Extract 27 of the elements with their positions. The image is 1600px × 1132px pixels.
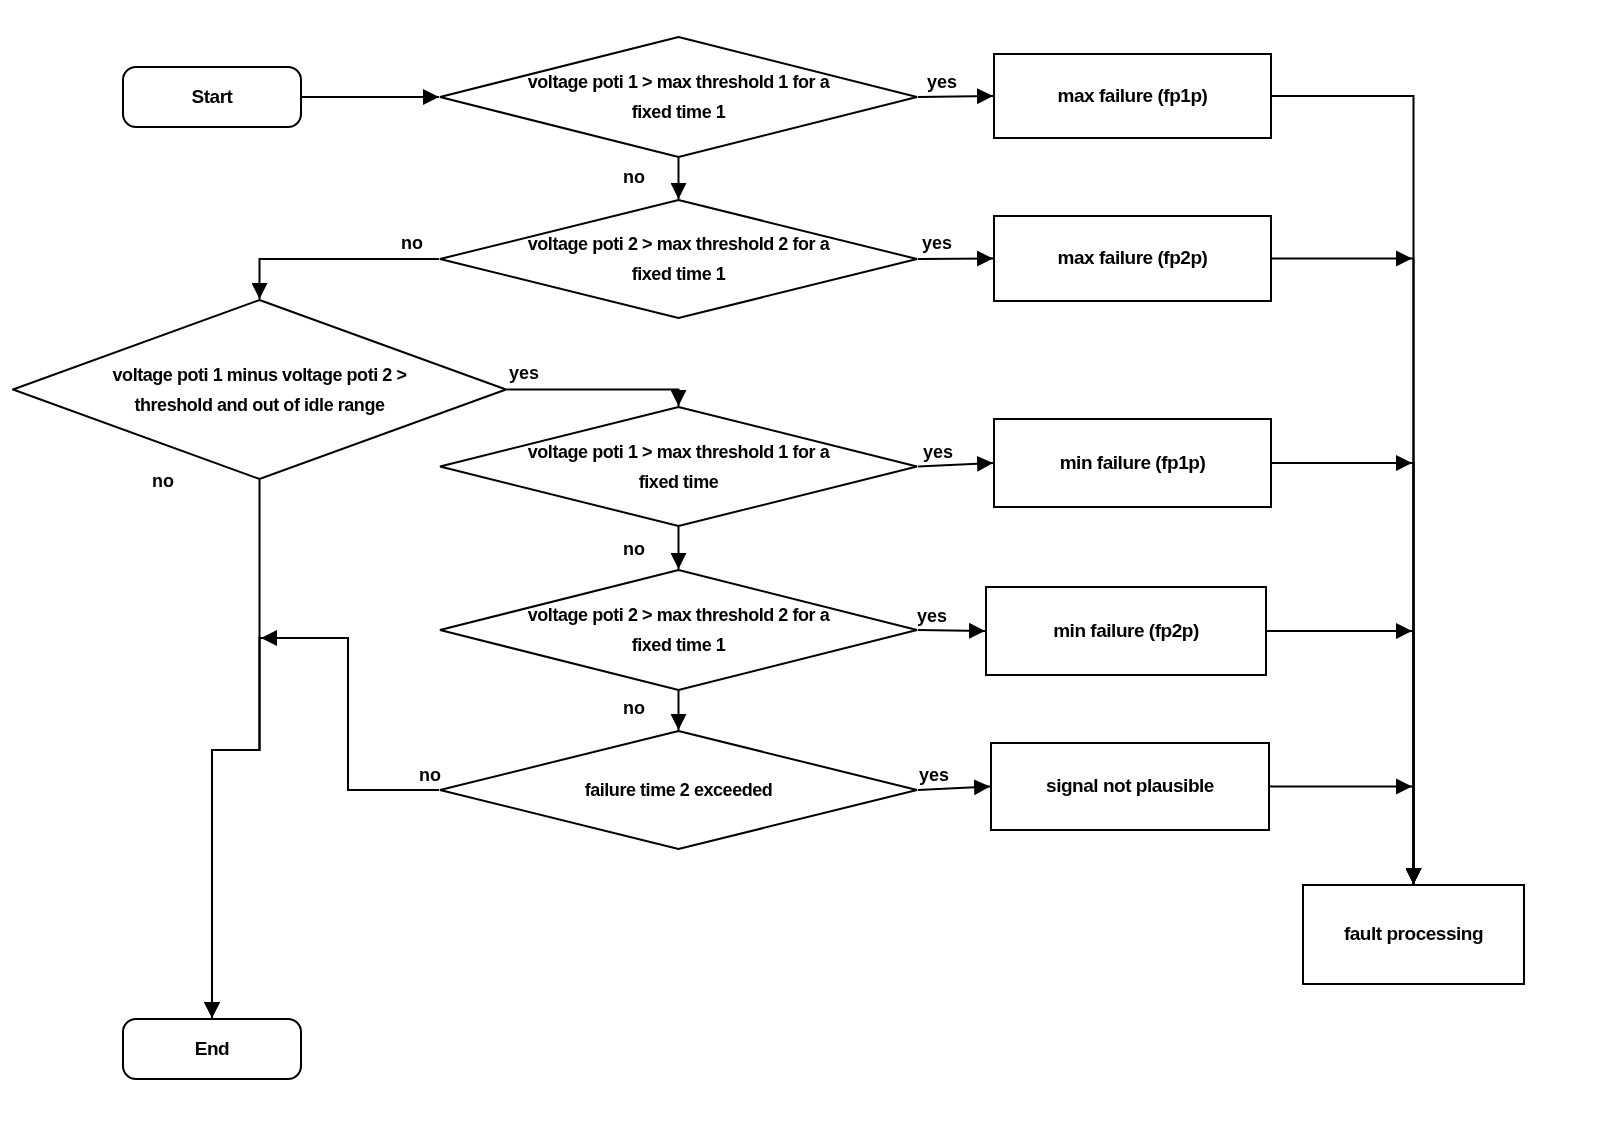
terminal-box (122, 1018, 302, 1080)
decision-diamond (439, 36, 918, 158)
decision-diamond (439, 199, 918, 319)
box-label: max failure (fp2p) (1056, 246, 1209, 271)
decision-text: voltage poti 1 > max threshold 1 for a fixed time 1 (526, 71, 831, 124)
decision-text: voltage poti 1 > max threshold 1 for a fixed time (526, 440, 831, 494)
process-box (990, 742, 1270, 831)
decision-diamond (439, 406, 918, 527)
decision-diamond (439, 569, 918, 691)
terminal-box (122, 66, 302, 128)
box-label: fault processing (1342, 922, 1485, 947)
decision-diamond (439, 730, 918, 850)
process-box (1302, 884, 1525, 985)
process-box (993, 215, 1272, 302)
box-label: max failure (fp1p) (1056, 83, 1209, 108)
box-label: End (193, 1036, 231, 1061)
process-box (993, 53, 1272, 139)
box-label: min failure (fp2p) (1052, 618, 1200, 643)
box-label: signal not plausible (1045, 774, 1215, 799)
process-box (993, 418, 1272, 508)
decision-text: voltage poti 2 > max threshold 2 for a fixed time 1 (526, 233, 831, 286)
decision-text: failure time 2 exceeded (584, 779, 773, 802)
box-label: min failure (fp1p) (1058, 450, 1207, 475)
process-box (985, 586, 1267, 676)
decision-text: voltage poti 1 minus voltage poti 2 > threshold and out of idle range (111, 363, 408, 417)
box-label: Start (190, 84, 234, 109)
decision-text: voltage poti 2 > max threshold 2 for a fixed time 1 (526, 604, 831, 657)
